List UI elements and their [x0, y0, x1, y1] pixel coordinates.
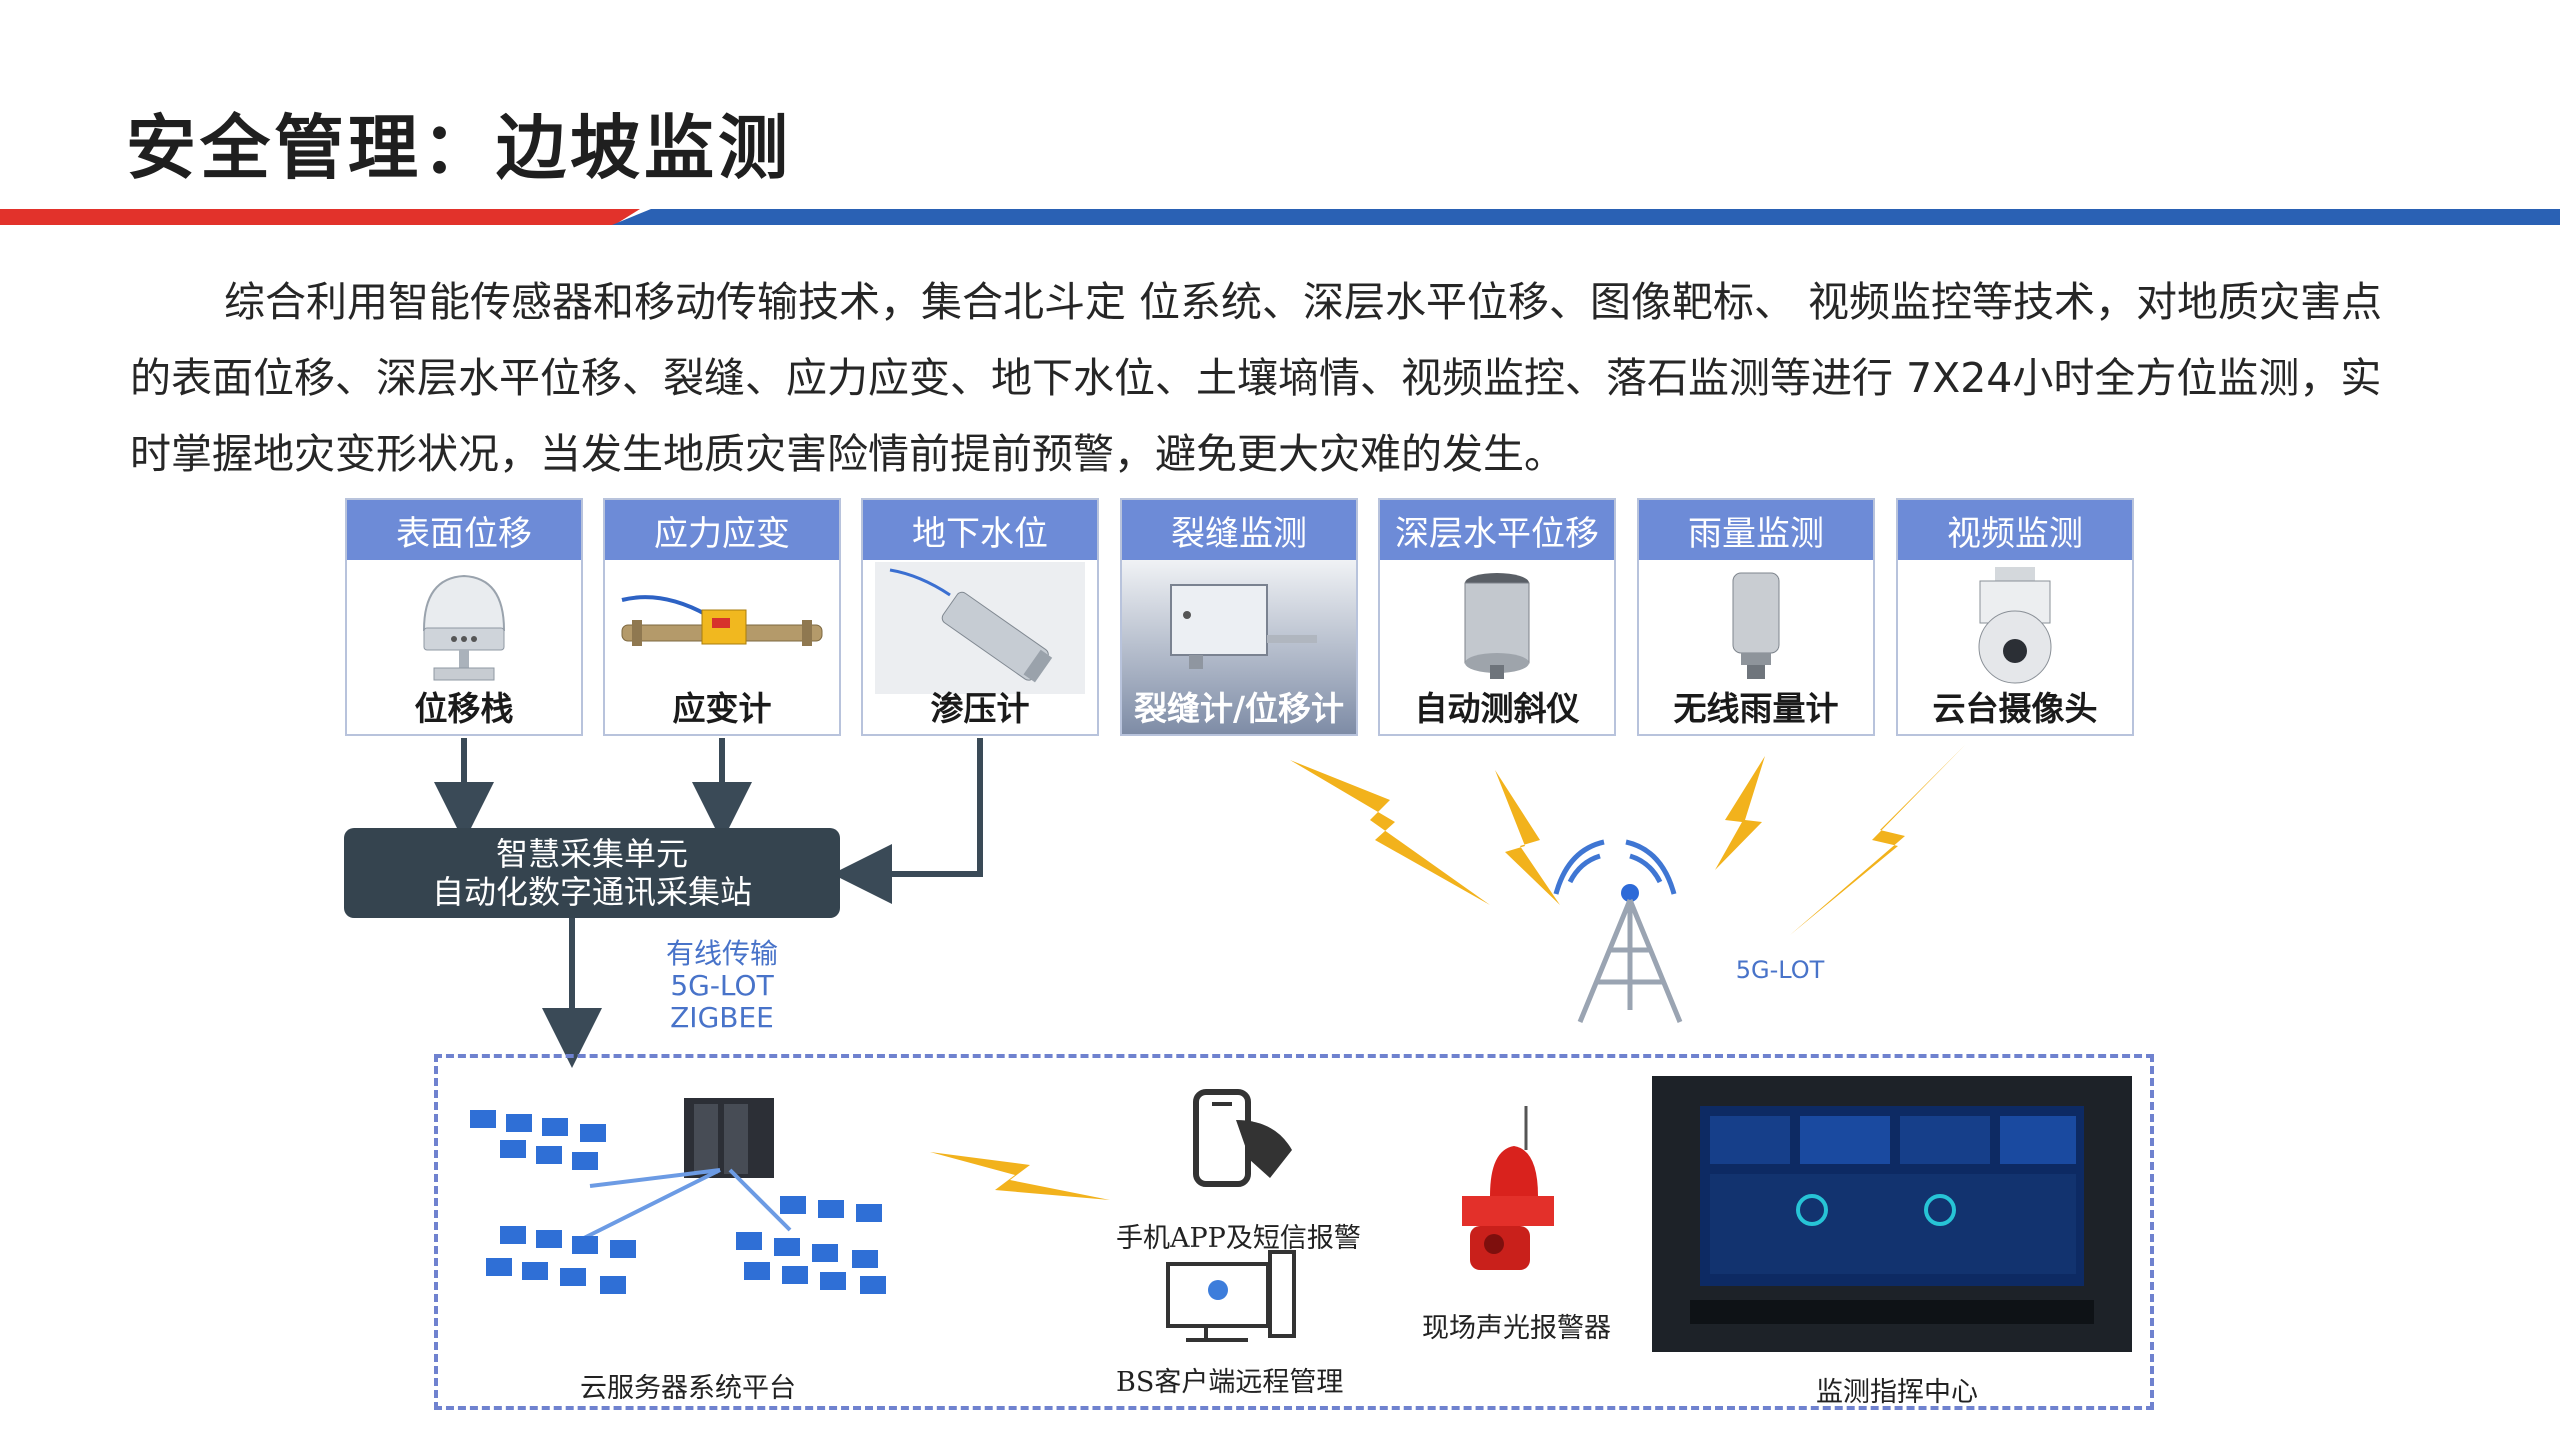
intro-paragraph: 综合利用智能传感器和移动传输技术，集合北斗定 位系统、深层水平位移、图像靶标、 … [130, 278, 2383, 478]
sensor-caption: 无线雨量计 [1673, 689, 1839, 728]
rain-gauge-icon [1639, 562, 1873, 688]
signal-tower-icon [1553, 839, 1683, 1023]
tower-5g-label: 5G-LOT [1735, 956, 1825, 984]
transmission-5g: 5G-LOT [670, 969, 774, 1002]
bs-client-label: BS客户端远程管理 [1116, 1367, 1344, 1398]
sensor-card-stress-strain: 应力应变 应变计 [603, 498, 841, 736]
crack-meter-icon [1122, 562, 1356, 688]
sensor-header: 应力应变 [605, 500, 839, 560]
sensor-header: 雨量监测 [1639, 500, 1873, 560]
header-accent-blue [612, 209, 2560, 225]
sensor-header: 地下水位 [863, 500, 1097, 560]
command-center-label: 监测指挥中心 [1816, 1377, 1978, 1408]
lightning-bolt [930, 1152, 1110, 1200]
sensor-header: 表面位移 [347, 500, 581, 560]
app-alarm-label: 手机APP及短信报警 [1116, 1223, 1361, 1254]
sensor-caption: 应变计 [672, 689, 772, 728]
collection-unit-line2: 自动化数字通讯采集站 [431, 873, 752, 911]
inclinometer-icon [1380, 562, 1614, 688]
collection-unit-line1: 智慧采集单元 [495, 835, 688, 873]
sensor-card-rainfall: 雨量监测 无线雨量计 [1637, 498, 1875, 736]
site-alarm-label: 现场声光报警器 [1422, 1313, 1611, 1344]
sensor-header: 视频监测 [1898, 500, 2132, 560]
transmission-wired: 有线传输 [665, 937, 778, 970]
piezometer-icon [863, 562, 1097, 688]
lightning-bolt [1790, 745, 1965, 935]
arrow-groundwater-to-unit [832, 738, 983, 904]
mobile-phone-icon [1193, 1089, 1292, 1187]
gnss-receiver-icon [347, 562, 581, 688]
strain-gauge-icon [605, 562, 839, 688]
transmission-label: 有线传输 5G-LOT ZIGBEE [642, 938, 802, 1034]
sensor-header: 深层水平位移 [1380, 500, 1614, 560]
sensor-card-surface-displacement: 表面位移 位移栈 [345, 498, 583, 736]
computer-monitor-icon [1166, 1250, 1296, 1342]
header-accent-red [0, 209, 640, 225]
sensor-card-deep-displacement: 深层水平位移 自动测斜仪 [1378, 498, 1616, 736]
sensor-card-crack: 裂缝监测 裂缝计/位移计 [1120, 498, 1358, 736]
lightning-bolt [1290, 760, 1490, 905]
sensor-card-groundwater: 地下水位 渗压计 [861, 498, 1099, 736]
platform-frame [434, 1054, 2154, 1410]
cloud-platform-label: 云服务器系统平台 [580, 1373, 796, 1404]
sensor-caption: 云台摄像头 [1932, 689, 2098, 728]
lightning-bolt [1495, 770, 1560, 905]
sensor-caption: 位移栈 [414, 689, 514, 728]
sensor-caption: 渗压计 [930, 689, 1030, 728]
transmission-zigbee: ZIGBEE [670, 1001, 774, 1034]
lightning-bolt [1715, 756, 1765, 870]
command-center-photo [1652, 1076, 2132, 1352]
sensor-card-video: 视频监测 云台摄像头 [1896, 498, 2134, 736]
collection-unit: 智慧采集单元 自动化数字通讯采集站 [344, 828, 840, 918]
ptz-camera-icon [1898, 562, 2132, 688]
sensor-caption: 裂缝计/位移计 [1133, 689, 1345, 728]
sensor-caption: 自动测斜仪 [1414, 689, 1580, 728]
sensor-header: 裂缝监测 [1122, 500, 1356, 560]
siren-alarm-icon [1462, 1106, 1554, 1270]
cloud-server-network-icon [470, 1098, 886, 1294]
page-title: 安全管理：边坡监测 [126, 107, 792, 189]
